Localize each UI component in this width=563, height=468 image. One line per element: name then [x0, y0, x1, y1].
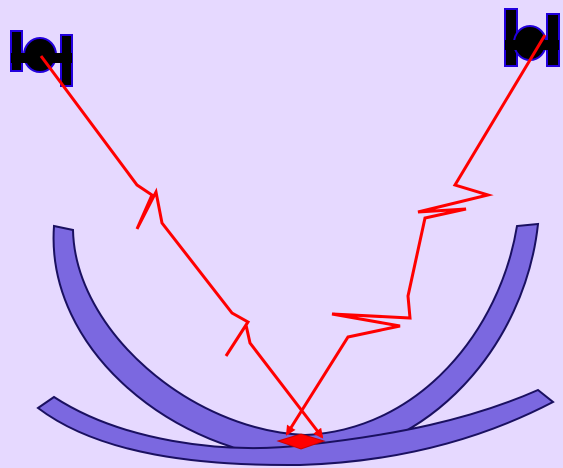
left-zigzag-ray — [39, 55, 324, 439]
upper-mirror-arc — [52, 222, 540, 462]
right-zigzag-ray — [285, 34, 547, 436]
lower-mirror-arc — [36, 388, 555, 467]
focus-diamond — [276, 433, 326, 450]
right-source-icon — [504, 8, 560, 67]
